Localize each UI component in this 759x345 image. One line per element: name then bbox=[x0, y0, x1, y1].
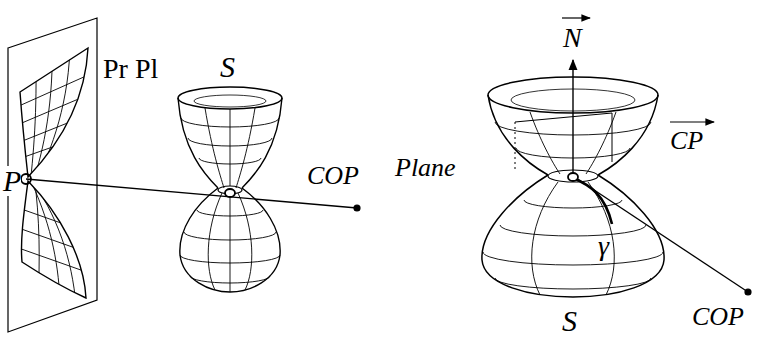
cop-label: COP bbox=[692, 304, 744, 330]
point-marker bbox=[21, 174, 31, 184]
projected-outline bbox=[20, 48, 88, 177]
vector-arrow bbox=[670, 121, 714, 122]
normal-label: N bbox=[563, 24, 582, 52]
curve-label: γ bbox=[598, 232, 609, 260]
surface-s-small bbox=[178, 87, 282, 292]
surface-s-large bbox=[482, 60, 751, 297]
cop-label: COP bbox=[307, 163, 359, 189]
surface-label: S bbox=[220, 52, 235, 82]
plane-label: Plane bbox=[395, 155, 456, 181]
projection-plane bbox=[8, 18, 97, 332]
plane-label: Pr Pl bbox=[103, 55, 158, 83]
projected-grid bbox=[10, 40, 95, 185]
projected-grid bbox=[10, 175, 95, 305]
surface-label: S bbox=[562, 306, 577, 336]
vector-label: CP bbox=[670, 128, 703, 154]
cop-dot bbox=[354, 205, 360, 211]
vector-arrow bbox=[562, 17, 590, 18]
projected-outline bbox=[21, 181, 86, 298]
point-label: P bbox=[3, 166, 21, 196]
